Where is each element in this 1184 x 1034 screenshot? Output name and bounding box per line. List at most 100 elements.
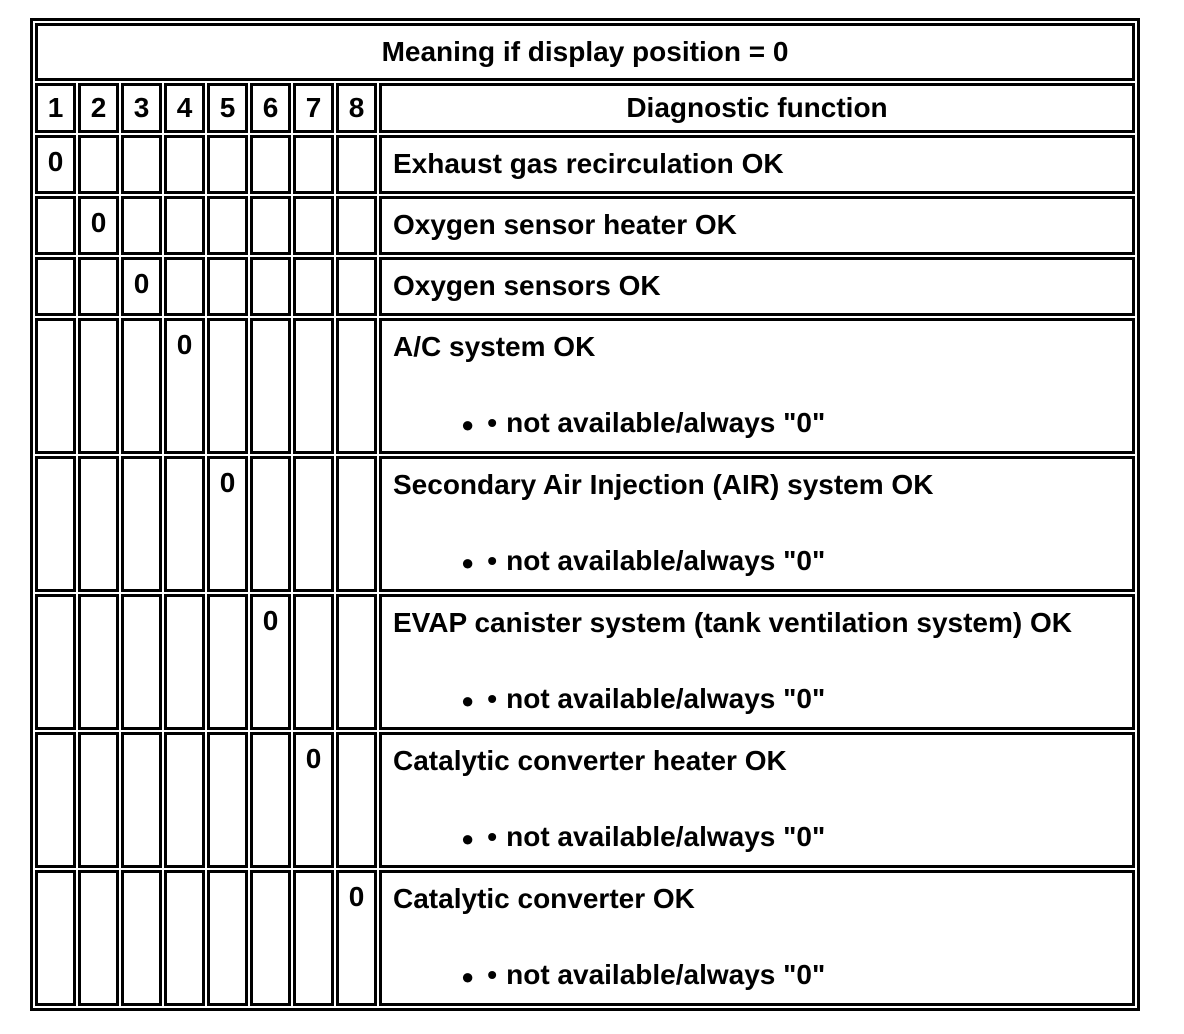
- small-bullet-icon: •: [487, 821, 498, 852]
- position-cell: [164, 257, 205, 316]
- position-cell: [250, 135, 291, 194]
- position-cell: [293, 456, 334, 592]
- note-line: ●•not available/always "0": [393, 819, 1126, 857]
- position-cell: [164, 456, 205, 592]
- diagnostic-function-text: Secondary Air Injection (AIR) system OK: [393, 469, 934, 500]
- small-bullet-icon: •: [487, 683, 498, 714]
- note-line: ●•not available/always "0": [393, 957, 1126, 995]
- position-cell-zero: 0: [250, 594, 291, 730]
- note-text: not available/always "0": [506, 821, 826, 852]
- position-cell: [293, 135, 334, 194]
- note-text: not available/always "0": [506, 959, 826, 990]
- position-cell: [293, 870, 334, 1006]
- position-cell: [78, 456, 119, 592]
- position-cell: [336, 196, 377, 255]
- column-header-row: 1 2 3 4 5 6 7 8 Diagnostic function: [35, 83, 1135, 133]
- diagnostic-function-text: Exhaust gas recirculation OK: [393, 148, 784, 179]
- table-row: 0 A/C system OK ●•not available/always "…: [35, 318, 1135, 454]
- position-cell: [164, 870, 205, 1006]
- diagnostic-function-cell: A/C system OK ●•not available/always "0": [379, 318, 1135, 454]
- position-cell-zero: 0: [293, 732, 334, 868]
- diagnostic-function-text: Catalytic converter heater OK: [393, 745, 787, 776]
- position-cell: [121, 594, 162, 730]
- position-cell: [336, 135, 377, 194]
- position-cell: [78, 870, 119, 1006]
- position-cell: [207, 318, 248, 454]
- position-cell: [164, 732, 205, 868]
- position-header-6: 6: [250, 83, 291, 133]
- bullet-icon: ●: [461, 412, 475, 437]
- diagnostic-function-header: Diagnostic function: [379, 83, 1135, 133]
- position-cell: [121, 318, 162, 454]
- diagnostic-function-cell: Secondary Air Injection (AIR) system OK …: [379, 456, 1135, 592]
- position-cell-zero: 0: [78, 196, 119, 255]
- position-cell: [336, 318, 377, 454]
- position-cell: [250, 456, 291, 592]
- position-cell: [207, 135, 248, 194]
- diagnostic-function-text: Catalytic converter OK: [393, 883, 695, 914]
- diagnostic-function-cell: Catalytic converter OK ●•not available/a…: [379, 870, 1135, 1006]
- diagnostic-function-text: Oxygen sensor heater OK: [393, 209, 737, 240]
- position-cell: [336, 456, 377, 592]
- position-cell: [250, 318, 291, 454]
- position-cell: [293, 318, 334, 454]
- table-row: 0 Oxygen sensor heater OK: [35, 196, 1135, 255]
- position-cell: [78, 594, 119, 730]
- table-title: Meaning if display position = 0: [35, 23, 1135, 81]
- position-cell-zero: 0: [164, 318, 205, 454]
- table-row: 0 Catalytic converter heater OK ●•not av…: [35, 732, 1135, 868]
- position-cell: [35, 257, 76, 316]
- diagnostic-function-cell: EVAP canister system (tank ventilation s…: [379, 594, 1135, 730]
- position-cell: [250, 196, 291, 255]
- position-cell-zero: 0: [35, 135, 76, 194]
- position-cell: [336, 732, 377, 868]
- diagnostic-function-text: EVAP canister system (tank ventilation s…: [393, 607, 1072, 638]
- position-cell: [121, 732, 162, 868]
- small-bullet-icon: •: [487, 959, 498, 990]
- position-cell: [35, 732, 76, 868]
- diagnostic-function-text: Oxygen sensors OK: [393, 270, 661, 301]
- position-cell: [121, 456, 162, 592]
- position-cell: [164, 594, 205, 730]
- table-row: 0 Oxygen sensors OK: [35, 257, 1135, 316]
- position-cell: [35, 318, 76, 454]
- note-line: ●•not available/always "0": [393, 681, 1126, 719]
- position-cell-zero: 0: [121, 257, 162, 316]
- position-header-7: 7: [293, 83, 334, 133]
- position-cell: [35, 594, 76, 730]
- note-text: not available/always "0": [506, 545, 826, 576]
- position-cell: [293, 257, 334, 316]
- position-header-2: 2: [78, 83, 119, 133]
- position-cell: [207, 870, 248, 1006]
- position-cell: [121, 135, 162, 194]
- position-cell: [207, 196, 248, 255]
- note-text: not available/always "0": [506, 407, 826, 438]
- position-cell: [207, 257, 248, 316]
- bullet-icon: ●: [461, 688, 475, 713]
- readiness-code-table-page: Meaning if display position = 0 1 2 3 4 …: [30, 18, 1140, 1011]
- readiness-code-table: Meaning if display position = 0 1 2 3 4 …: [30, 18, 1140, 1011]
- diagnostic-function-text: A/C system OK: [393, 331, 596, 362]
- position-cell: [78, 318, 119, 454]
- position-cell: [207, 732, 248, 868]
- position-cell: [250, 732, 291, 868]
- table-row: 0 Exhaust gas recirculation OK: [35, 135, 1135, 194]
- position-cell: [78, 135, 119, 194]
- position-header-8: 8: [336, 83, 377, 133]
- position-header-4: 4: [164, 83, 205, 133]
- position-cell: [207, 594, 248, 730]
- position-cell: [250, 870, 291, 1006]
- diagnostic-function-cell: Oxygen sensor heater OK: [379, 196, 1135, 255]
- position-cell: [164, 196, 205, 255]
- position-header-3: 3: [121, 83, 162, 133]
- table-row: 0 Catalytic converter OK ●•not available…: [35, 870, 1135, 1006]
- position-cell: [78, 257, 119, 316]
- position-cell: [121, 870, 162, 1006]
- position-cell: [293, 594, 334, 730]
- small-bullet-icon: •: [487, 545, 498, 576]
- position-cell: [250, 257, 291, 316]
- position-cell: [121, 196, 162, 255]
- position-cell: [336, 594, 377, 730]
- table-title-row: Meaning if display position = 0: [35, 23, 1135, 81]
- position-cell: [35, 196, 76, 255]
